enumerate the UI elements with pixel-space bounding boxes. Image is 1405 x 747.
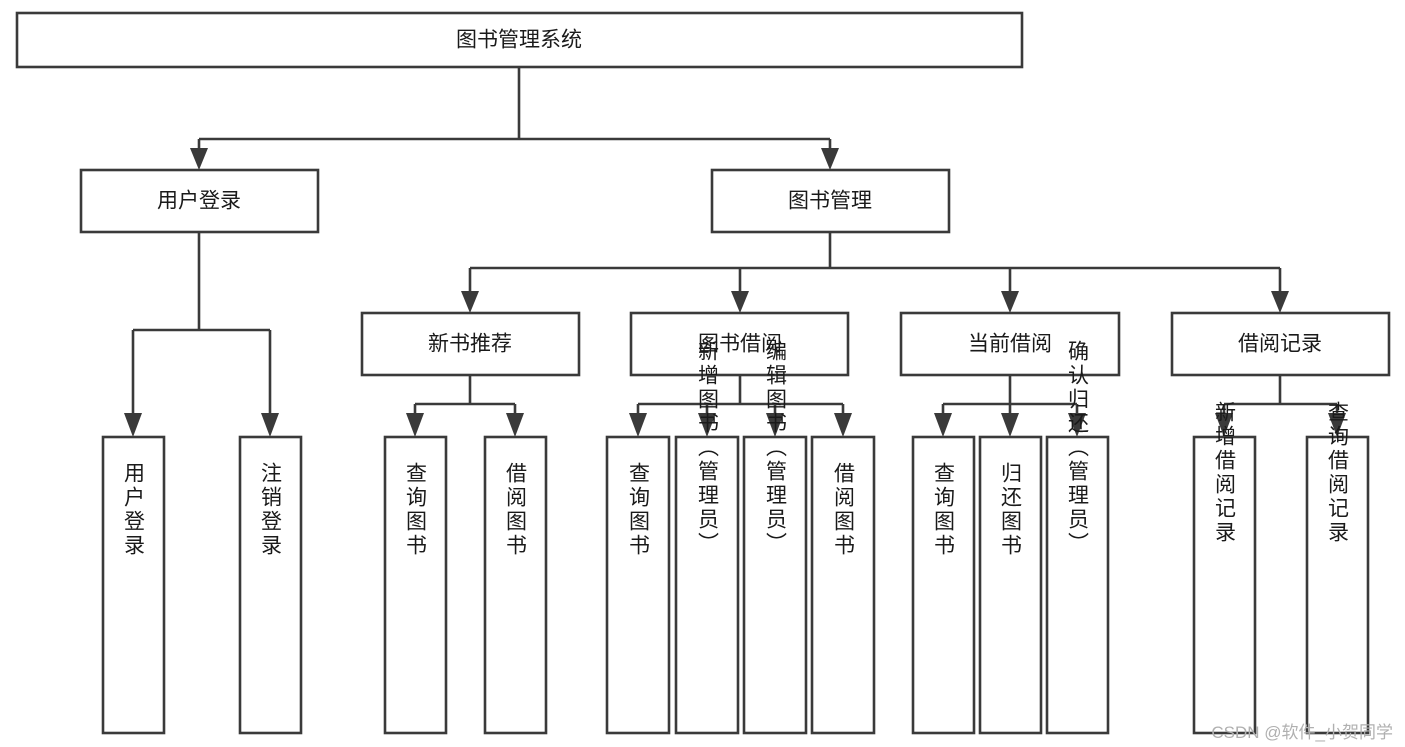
leaf-recommend-1-label: 查询图书 [404,462,428,558]
arrowhead-book-borrow [731,291,749,313]
leaf-book-borrow-4-label: 借阅图书 [832,462,856,558]
leaf-recommend-2-label: 借阅图书 [504,462,528,558]
leaf-current-borrow-1-label: 查询图书 [932,462,956,558]
node-current-borrow[interactable]: 当前借阅 [899,311,1121,377]
arrowhead-borrow-record [1271,291,1289,313]
leaf-book-borrow-4-box[interactable] [810,435,876,735]
arrowhead-borrow-leaf4 [834,413,852,437]
node-borrow-record-label: 借阅记录 [1238,333,1322,356]
leaf-current-borrow-1[interactable]: 查询图书 [911,435,976,735]
arrowhead-leaf-logout [261,413,279,437]
arrowhead-current-leaf1 [934,413,952,437]
node-user-login-label: 用户登录 [157,190,241,213]
leaf-recommend-2-box[interactable] [483,435,548,735]
arrowhead-book-mgmt [821,148,839,170]
arrowhead-leaf-user-login [124,413,142,437]
leaf-book-borrow-1-label: 查询图书 [627,462,651,558]
leaf-book-borrow-1[interactable]: 查询图书 [605,435,671,735]
leaf-book-borrow-3-label: 编辑图书（管理员） [764,340,788,556]
node-root-label: 图书管理系统 [456,29,582,52]
leaf-book-borrow-2-box[interactable] [674,435,740,735]
arrowhead-recommend-leaf2 [506,413,524,437]
leaf-recommend-2[interactable]: 借阅图书 [483,435,548,735]
leaf-book-borrow-2[interactable]: 新增图书（管理员） [674,340,740,735]
node-user-login-box[interactable] [79,168,320,234]
node-user-login[interactable]: 用户登录 [79,168,320,234]
leaf-current-borrow-3-label: 确认归还（管理员） [1066,340,1090,556]
node-new-book-recommend-label: 新书推荐 [428,333,512,356]
node-new-book-recommend[interactable]: 新书推荐 [360,311,581,377]
leaf-user-login-2-label: 注销登录 [259,462,283,558]
leaf-user-login-1-box[interactable] [101,435,166,735]
node-current-borrow-label: 当前借阅 [968,333,1052,356]
node-root[interactable]: 图书管理系统 [15,11,1024,69]
node-borrow-record[interactable]: 借阅记录 [1170,311,1391,377]
leaf-book-borrow-1-box[interactable] [605,435,671,735]
leaf-recommend-1-box[interactable] [383,435,448,735]
node-book-management-box[interactable] [710,168,951,234]
leaf-borrow-record-1-box[interactable] [1192,435,1257,735]
node-borrow-record-box[interactable] [1170,311,1391,377]
arrowhead-current-leaf3 [1068,413,1086,437]
leaf-user-login-1-label: 用户登录 [122,462,146,558]
leaf-current-borrow-3[interactable]: 确认归还（管理员） [1045,340,1110,735]
leaf-recommend-1[interactable]: 查询图书 [383,435,448,735]
leaf-user-login-2-box[interactable] [238,435,303,735]
node-book-borrow-box[interactable] [629,311,850,377]
leaf-user-login-1[interactable]: 用户登录 [101,435,166,735]
arrowhead-record-leaf1 [1215,413,1233,437]
leaf-borrow-record-2-label: 查询借阅记录 [1326,401,1350,545]
arrowhead-recommend-leaf1 [406,413,424,437]
node-book-management[interactable]: 图书管理 [710,168,951,234]
arrowhead-borrow-leaf1 [629,413,647,437]
node-current-borrow-box[interactable] [899,311,1121,377]
node-book-borrow[interactable]: 图书借阅 [629,311,850,377]
arrowhead-borrow-leaf3 [766,413,784,437]
leaf-borrow-record-2[interactable]: 查询借阅记录 [1305,401,1370,735]
arrowhead-record-leaf2 [1328,413,1346,437]
leaf-book-borrow-3-box[interactable] [742,435,808,735]
leaf-borrow-record-1-label: 新增借阅记录 [1213,401,1237,545]
arrowhead-current-leaf2 [1001,413,1019,437]
node-new-book-recommend-box[interactable] [360,311,581,377]
leaf-current-borrow-2[interactable]: 归还图书 [978,435,1043,735]
leaf-current-borrow-3-box[interactable] [1045,435,1110,735]
arrowhead-new-book-recommend [461,291,479,313]
leaf-borrow-record-2-box[interactable] [1305,435,1370,735]
arrowhead-borrow-leaf2 [698,413,716,437]
node-book-borrow-label: 图书借阅 [698,333,782,356]
leaf-book-borrow-3[interactable]: 编辑图书（管理员） [742,340,808,735]
connectors [124,67,1346,437]
arrowhead-current-borrow [1001,291,1019,313]
leaf-current-borrow-1-box[interactable] [911,435,976,735]
arrowhead-user-login [190,148,208,170]
node-root-box[interactable] [15,11,1024,69]
leaf-book-borrow-2-label: 新增图书（管理员） [696,340,720,556]
leaf-user-login-2[interactable]: 注销登录 [238,435,303,735]
leaf-book-borrow-4[interactable]: 借阅图书 [810,435,876,735]
leaf-current-borrow-2-label: 归还图书 [999,462,1023,558]
node-book-management-label: 图书管理 [788,190,872,213]
leaf-borrow-record-1[interactable]: 新增借阅记录 [1192,401,1257,735]
leaf-current-borrow-2-box[interactable] [978,435,1043,735]
